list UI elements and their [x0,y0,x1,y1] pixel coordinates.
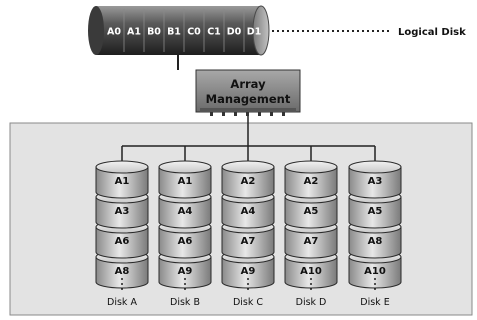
disk-ellipsis-dot [310,278,312,280]
disk-block-label: A9 [178,266,193,277]
disk-block-label: A10 [364,266,386,277]
disk-ellipsis-dot [184,283,186,285]
disk-block-label: A2 [304,176,319,187]
disk-block-label: A3 [368,176,383,187]
logical-disk-body [96,6,261,55]
disk-block-label: A8 [115,266,130,277]
disk-block-label: A4 [178,206,193,217]
disk-block: A1 [95,160,149,199]
disk-ellipsis-dot [310,288,312,290]
disk-block: A3 [348,160,402,199]
disk-ellipsis-dot [374,278,376,280]
disk-block-label: A9 [241,266,256,277]
disk-block-label: A1 [178,176,193,187]
array-management-line2: Management [206,92,291,106]
disk-block: A5 [348,190,402,229]
disk-block-label: A5 [304,206,319,217]
disk-block-label: A8 [368,236,383,247]
disk-name-label: Disk A [107,297,137,308]
disk-ellipsis-dot [247,278,249,280]
disk-ellipsis-dot [121,278,123,280]
disk-block-label: A5 [368,206,383,217]
logical-block-label: C0 [187,27,201,38]
disk-name-label: Disk B [170,297,200,308]
logical-disk-label: Logical Disk [398,27,466,38]
logical-block-label: B1 [167,27,181,38]
disk-name-label: Disk D [296,297,327,308]
disk-block-label: A6 [178,236,193,247]
logical-block-label: C1 [207,27,221,38]
logical-disk-right-cap [252,5,270,56]
disk-ellipsis-dot [247,288,249,290]
logical-block-label: B0 [147,27,161,38]
logical-disk: A0 A1 B0 B1 C0 C1 D0 D1 [88,5,270,56]
disk-ellipsis-dot [121,283,123,285]
disk-ellipsis-dot [184,288,186,290]
disk-name-label: Disk C [233,297,263,308]
disk-block: A1 [158,160,212,199]
disk-block-label: A3 [115,206,130,217]
disk-ellipsis-dot [184,278,186,280]
disk-block-label: A6 [115,236,130,247]
array-management-pins [210,112,285,116]
disk-name-label: Disk E [360,297,389,308]
array-management-box: Array Management [195,69,301,116]
logical-disk-left-cap [88,6,104,55]
disk-block-label: A7 [304,236,319,247]
logical-block-label: D0 [227,27,242,38]
disk-block: A2 [284,160,338,199]
disk-block-label: A1 [115,176,130,187]
disk-ellipsis-dot [374,283,376,285]
disk-block: A2 [221,160,275,199]
disk-block-label: A10 [300,266,322,277]
disk-ellipsis-dot [374,288,376,290]
logical-block-label: A1 [127,27,141,38]
logical-disk-blocks: A0 A1 B0 B1 C0 C1 D0 D1 [107,9,261,52]
disk-block-label: A2 [241,176,256,187]
disk-block-label: A4 [241,206,256,217]
array-management-line1: Array [230,77,266,91]
logical-block-label: D1 [247,27,262,38]
disk-ellipsis-dot [121,288,123,290]
logical-block-label: A0 [107,27,121,38]
disk-ellipsis-dot [247,283,249,285]
disk-ellipsis-dot [310,283,312,285]
disk-block-label: A7 [241,236,256,247]
